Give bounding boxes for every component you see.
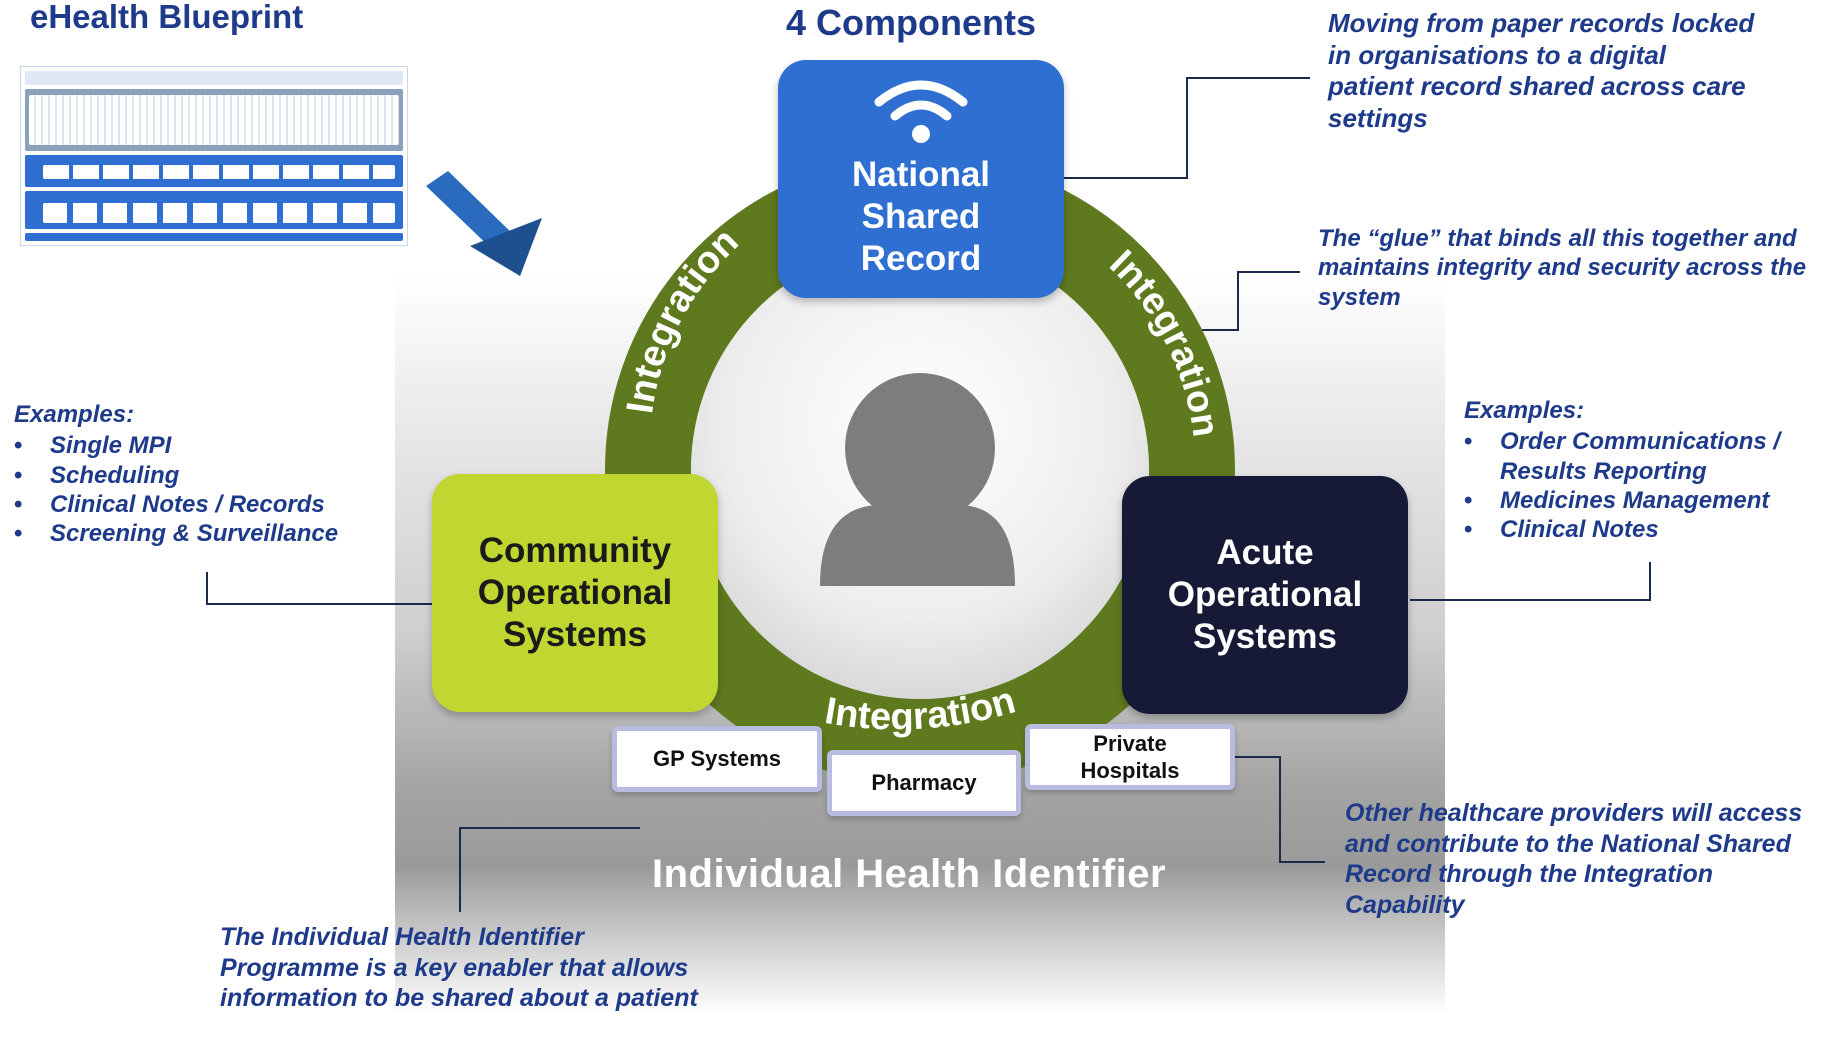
acute-operational-systems-box: Acute Operational Systems bbox=[1122, 476, 1408, 714]
identifier-label: Individual Health Identifier bbox=[652, 852, 1167, 896]
community-operational-systems-label: Community Operational Systems bbox=[477, 531, 673, 654]
connector-acute bbox=[1410, 562, 1651, 601]
connector-identifier bbox=[459, 827, 640, 912]
components-title: 4 Components bbox=[786, 2, 1037, 43]
acute-example-item: Clinical Notes bbox=[1464, 515, 1814, 545]
community-examples-heading: Examples: bbox=[14, 401, 135, 428]
community-example-item: Scheduling bbox=[14, 461, 414, 491]
blueprint-title: eHealth Blueprint bbox=[30, 0, 304, 35]
glue-annotation: The “glue” that binds all this together … bbox=[1318, 225, 1807, 311]
arrow-icon bbox=[426, 171, 542, 276]
connector-community bbox=[206, 572, 436, 605]
community-operational-systems-box: Community Operational Systems bbox=[432, 474, 718, 712]
acute-example-item: Order Communications / Results Reporting bbox=[1464, 427, 1814, 486]
acute-examples: Examples: Order Communications / Results… bbox=[1464, 396, 1814, 545]
gp-systems-box: GP Systems bbox=[612, 726, 822, 792]
identifier-annotation: The Individual Health Identifier Program… bbox=[220, 923, 698, 1012]
national-annotation: Moving from paper records locked in orga… bbox=[1328, 8, 1755, 134]
acute-operational-systems-label: Acute Operational Systems bbox=[1167, 533, 1363, 656]
acute-example-item: Medicines Management bbox=[1464, 486, 1814, 516]
acute-examples-heading: Examples: bbox=[1464, 397, 1585, 424]
providers-annotation: Other healthcare providers will access a… bbox=[1345, 799, 1803, 919]
private-hospitals-box: Private Hospitals bbox=[1025, 724, 1235, 790]
community-example-item: Single MPI bbox=[14, 431, 414, 461]
community-example-item: Screening & Surveillance bbox=[14, 519, 414, 549]
community-examples: Examples: Single MPI Scheduling Clinical… bbox=[14, 400, 414, 549]
community-example-item: Clinical Notes / Records bbox=[14, 490, 414, 520]
pharmacy-box: Pharmacy bbox=[827, 750, 1021, 816]
person-icon bbox=[820, 373, 1015, 586]
blueprint-thumbnail bbox=[20, 66, 408, 246]
national-shared-record-box: National Shared Record bbox=[778, 60, 1064, 298]
national-shared-record-label: National Shared Record bbox=[851, 155, 991, 278]
connector-providers bbox=[1234, 756, 1325, 863]
wifi-icon bbox=[874, 80, 968, 143]
connector-national bbox=[1060, 77, 1310, 179]
